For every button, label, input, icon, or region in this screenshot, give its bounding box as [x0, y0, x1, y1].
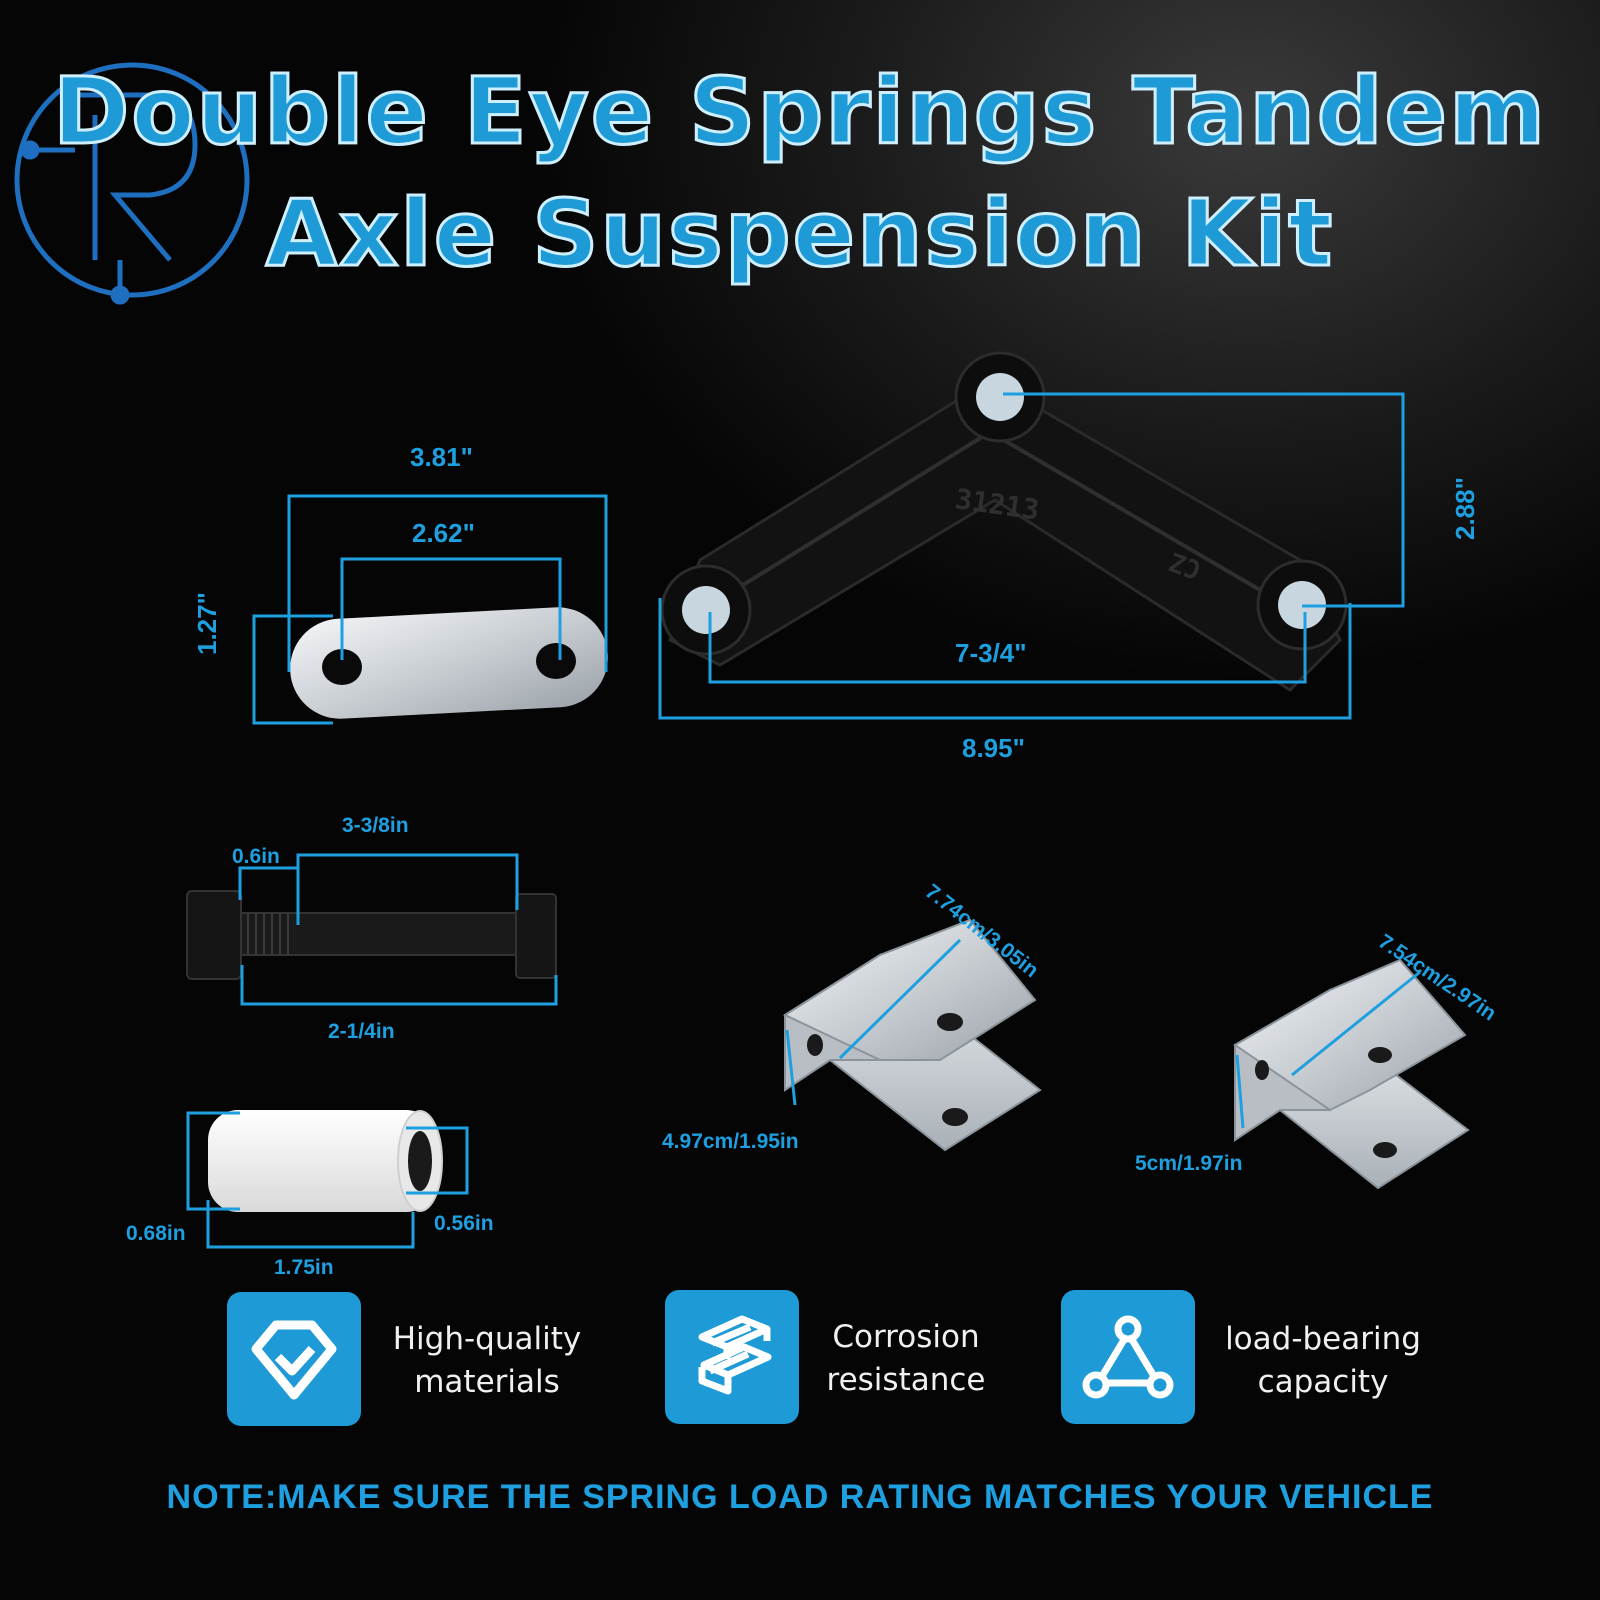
brand-logo-icon	[14, 62, 250, 305]
triangle-nodes-icon	[1061, 1290, 1195, 1424]
shackle-height-label: 1.27"	[192, 592, 222, 655]
steel-beam-icon	[665, 1290, 799, 1424]
bolt-thread-label: 2-1/4in	[328, 1020, 395, 1043]
hanger-small-dimension-lines	[1235, 970, 1421, 1129]
feature-load-line1: load-bearing	[1225, 1321, 1421, 1357]
feature-quality-line1: High-quality	[392, 1321, 582, 1357]
feature-corrosion-line1: Corrosion	[832, 1319, 980, 1355]
bolt-dimension-lines	[238, 853, 558, 1006]
bushing-dimension-lines	[186, 1111, 469, 1249]
bushing-inner-label: 0.56in	[434, 1212, 494, 1235]
bolt-head-label: 0.6in	[232, 845, 280, 868]
equalizer-hole-spacing-label: 7-3/4"	[955, 638, 1027, 668]
feature-load-line2: capacity	[1257, 1364, 1389, 1401]
equalizer-length-label: 8.95"	[962, 733, 1025, 763]
load-rating-note: NOTE:MAKE SURE THE SPRING LOAD RATING MA…	[166, 1478, 1434, 1516]
feature-corrosion: Corrosion resistance	[806, 1316, 1006, 1403]
bolt-total-length-label: 3-3/8in	[342, 814, 409, 837]
feature-quality: High-quality materials	[372, 1318, 602, 1405]
equalizer-dimension-lines	[658, 392, 1405, 720]
equalizer-bracket	[660, 351, 1348, 692]
bushing-length-label: 1.75in	[274, 1256, 334, 1279]
equalizer-height-label: 2.88"	[1450, 477, 1480, 540]
diamond-check-icon	[227, 1292, 361, 1426]
feature-corrosion-line2: resistance	[826, 1362, 986, 1399]
bolt	[186, 890, 557, 980]
shackle-hole-spacing-label: 2.62"	[412, 518, 475, 548]
shackle-width-label: 3.81"	[410, 442, 473, 472]
nylon-bushing	[208, 1110, 443, 1212]
hanger-bracket-small	[1233, 958, 1470, 1190]
feature-load-bearing: load-bearing capacity	[1203, 1318, 1443, 1405]
hanger-large-dimension-lines	[785, 938, 962, 1106]
shackle-plate	[290, 607, 608, 719]
page-subtitle: Axle Suspension Kit	[264, 180, 1335, 287]
bushing-outer-label: 0.68in	[126, 1222, 186, 1245]
hanger-large-height-label: 4.97cm/1.95in	[662, 1130, 799, 1153]
page-title: Double Eye Springs Tandem	[52, 58, 1547, 165]
shackle-dimension-lines	[252, 494, 608, 725]
feature-quality-line2: materials	[414, 1364, 560, 1401]
hanger-small-height-label: 5cm/1.97in	[1135, 1152, 1243, 1175]
